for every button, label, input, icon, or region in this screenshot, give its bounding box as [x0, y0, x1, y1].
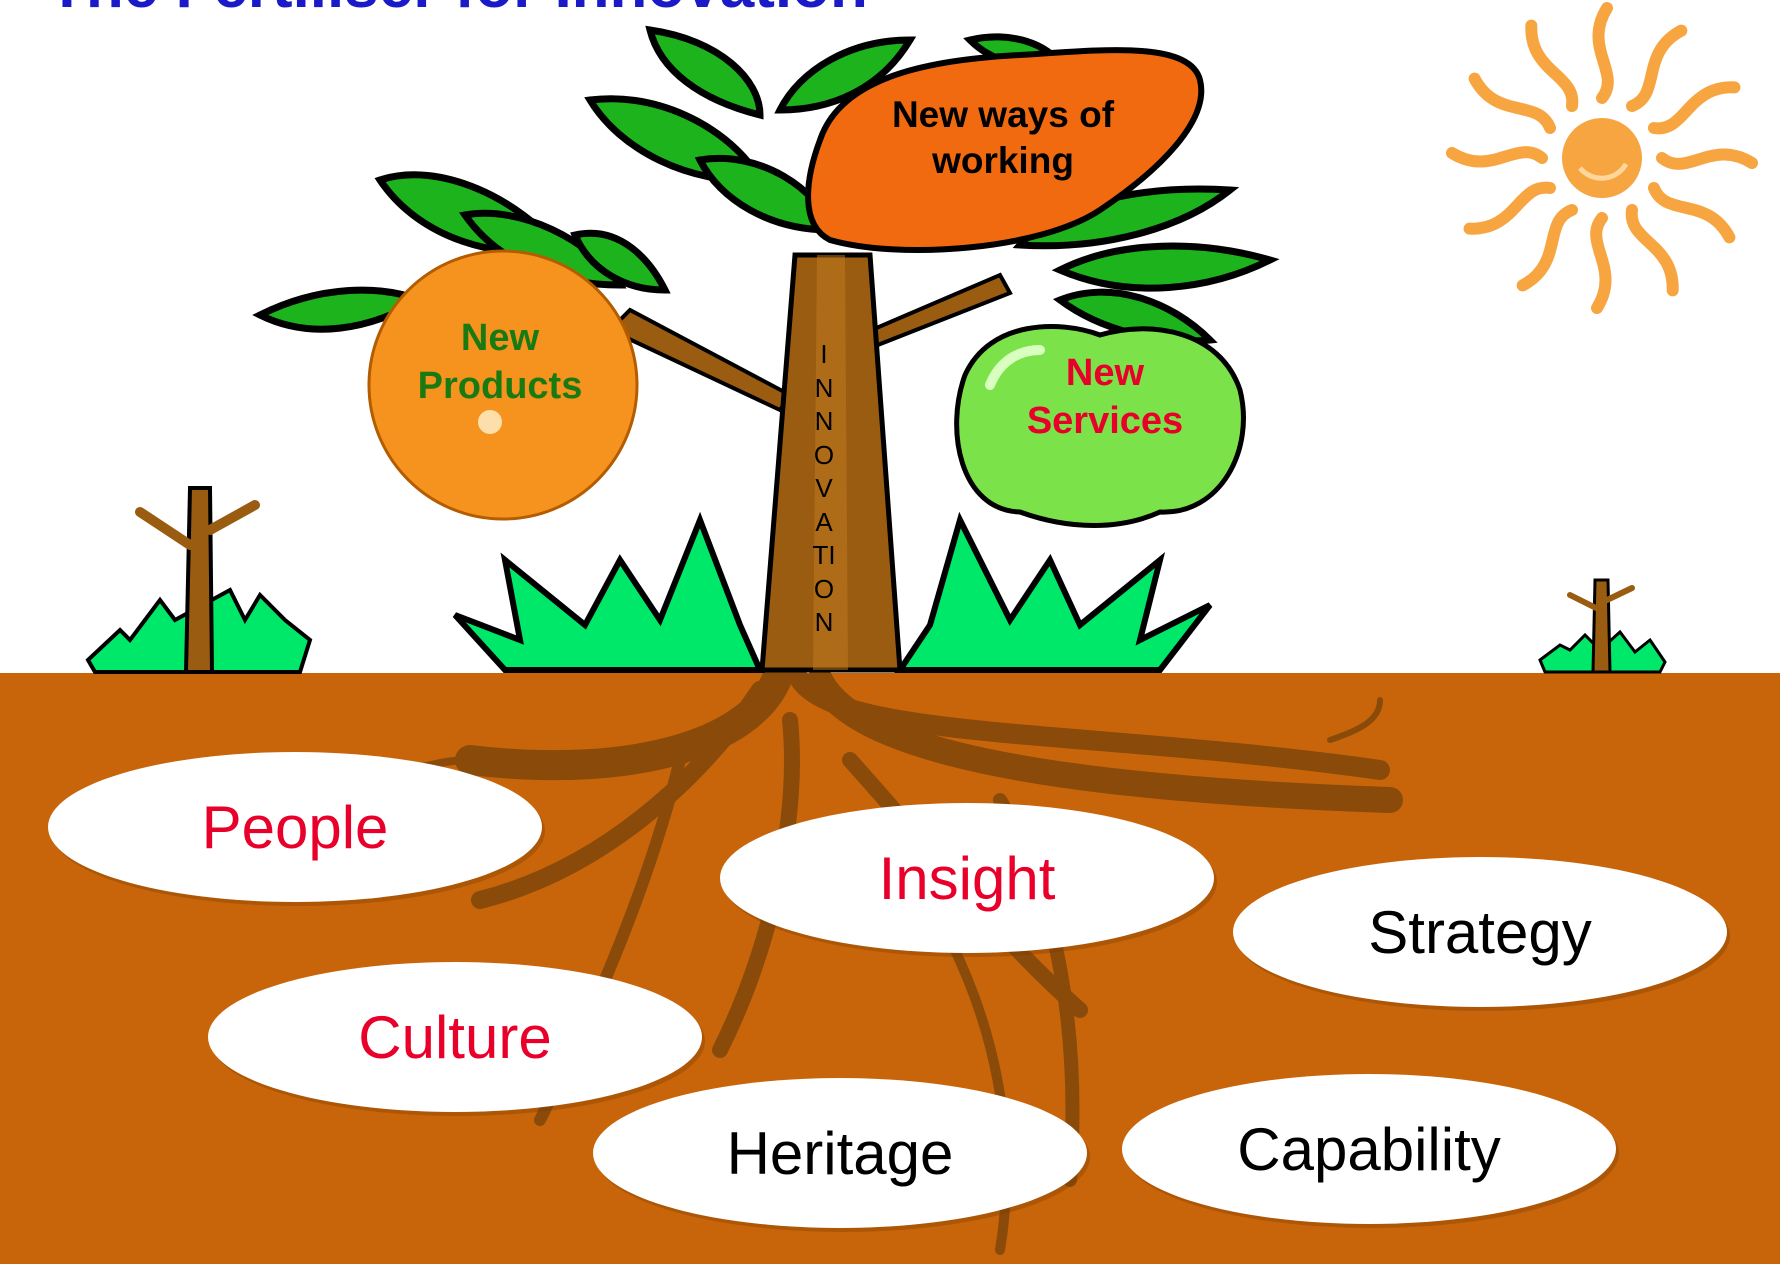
trunk-innovation-label: INNOVATION: [812, 339, 836, 637]
small-tree-left: [85, 486, 313, 674]
fruit-label-services: New Services: [1026, 352, 1184, 442]
root-label-culture: Culture: [358, 1003, 552, 1071]
root-label-heritage: Heritage: [726, 1119, 954, 1187]
root-label-strategy: Strategy: [1368, 898, 1592, 966]
apple-fruit: [954, 323, 1246, 528]
sweet-potato-fruit: [805, 47, 1205, 253]
root-oval-people: People: [48, 752, 542, 902]
page-title: The Fertiliser for Innovation: [48, 0, 868, 22]
sun-icon: [1446, 2, 1758, 314]
small-tree-right: [1538, 578, 1667, 674]
grass-clump: [452, 511, 1213, 673]
root-oval-strategy: Strategy: [1233, 857, 1727, 1007]
root-label-insight: Insight: [878, 844, 1056, 912]
root-oval-heritage: Heritage: [593, 1078, 1087, 1228]
orange-fruit: [367, 249, 639, 521]
leaves: [252, 25, 1280, 345]
fruit-label-products: New Products: [417, 317, 583, 407]
root-oval-culture: Culture: [208, 962, 702, 1112]
root-oval-capability: Capability: [1122, 1074, 1616, 1224]
root-oval-insight: Insight: [720, 803, 1214, 953]
root-label-capability: Capability: [1237, 1115, 1501, 1183]
root-label-people: People: [201, 793, 389, 861]
fruit-label-ways: New ways of working: [891, 94, 1115, 182]
